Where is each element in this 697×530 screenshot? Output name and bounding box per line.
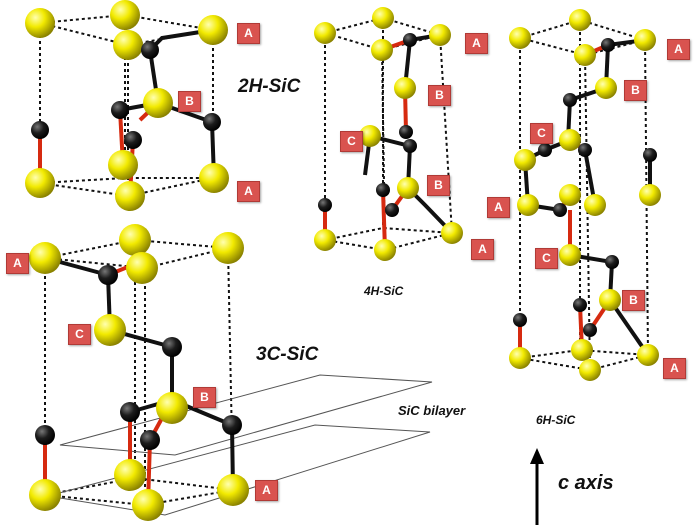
cell-3c-sic <box>29 224 433 521</box>
sic-bilayer-planes <box>47 374 433 516</box>
carbon-atoms <box>31 41 221 149</box>
title-2h-sic: 2H-SiC <box>238 76 301 97</box>
stacking-label-a: A <box>237 181 260 202</box>
cell-4h-sic <box>314 7 463 261</box>
carbon-atoms <box>513 38 657 337</box>
stacking-label-c: C <box>535 248 558 269</box>
stacking-label-b: B <box>427 175 450 196</box>
silicon-atoms <box>509 9 661 381</box>
stacking-label-b: B <box>428 85 451 106</box>
stacking-label-b: B <box>622 290 645 311</box>
stacking-label-a: A <box>667 39 690 60</box>
stacking-label-b: B <box>624 80 647 101</box>
carbon-atoms <box>35 265 242 450</box>
stacking-label-c: C <box>530 123 553 144</box>
stacking-label-b: B <box>178 91 201 112</box>
stacking-label-a: A <box>255 480 278 501</box>
stacking-label-a: A <box>465 33 488 54</box>
silicon-atoms <box>314 7 463 261</box>
stacking-label-a: A <box>471 239 494 260</box>
cell-6h-sic <box>509 9 661 381</box>
c-axis-label: c axis <box>558 472 614 494</box>
title-3c-sic: 3C-SiC <box>256 344 319 365</box>
silicon-atoms <box>29 224 249 521</box>
stacking-label-a: A <box>6 253 29 274</box>
silicon-atoms <box>25 0 229 211</box>
stacking-label-a: A <box>487 197 510 218</box>
carbon-atoms <box>318 33 417 217</box>
stacking-label-a: A <box>237 23 260 44</box>
cell-2h-sic <box>25 0 229 211</box>
stacking-label-a: A <box>663 358 686 379</box>
title-4h-sic: 4H-SiC <box>364 284 404 298</box>
sic-bilayer-label: SiC bilayer <box>398 403 466 418</box>
stacking-label-b: B <box>193 387 216 408</box>
stacking-label-c: C <box>340 131 363 152</box>
c-axis-arrow <box>530 448 544 525</box>
stacking-label-c: C <box>68 324 91 345</box>
title-6h-sic: 6H-SiC <box>536 413 576 427</box>
